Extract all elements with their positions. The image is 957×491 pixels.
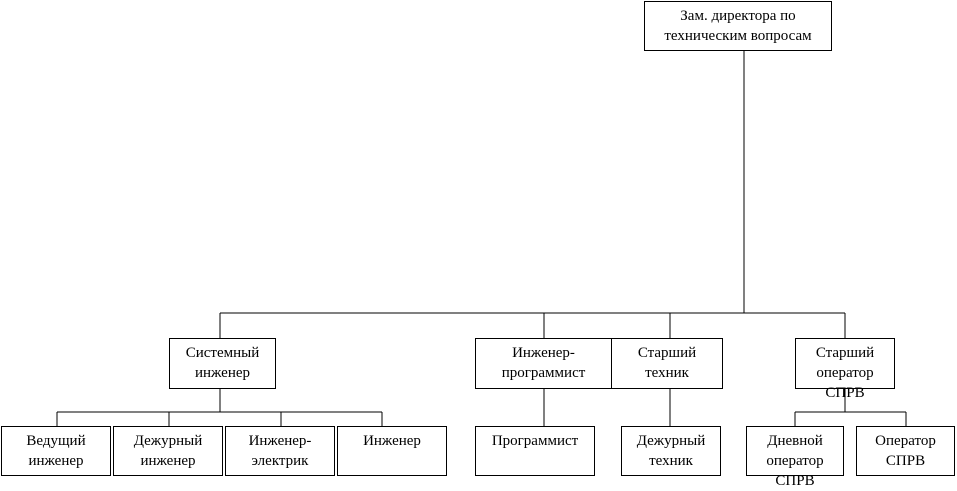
node-eng-electric: Инженер- электрик [225, 426, 335, 476]
node-label: Ведущий инженер [26, 433, 86, 469]
node-lead-engineer: Ведущий инженер [1, 426, 111, 476]
node-senior-tech: Старший техник [611, 338, 723, 389]
node-engineer: Инженер [337, 426, 447, 476]
node-label: Инженер- программист [501, 345, 586, 381]
node-label: Инженер [363, 433, 421, 449]
node-label: Инженер- электрик [248, 433, 312, 469]
node-label: Старший техник [637, 345, 697, 381]
node-senior-operator: Старший оператор СПРВ [795, 338, 895, 401]
node-label: Дежурный инженер [133, 433, 203, 469]
node-label: Дежурный техник [636, 433, 706, 469]
node-label: Старший оператор СПРВ [815, 345, 875, 401]
node-operator: Оператор СПРВ [856, 426, 955, 476]
node-duty-engineer: Дежурный инженер [113, 426, 223, 476]
node-label: Зам. директора по техническим вопросам [664, 8, 812, 44]
node-programmer: Программист [475, 426, 595, 476]
node-day-operator: Дневной оператор СПРВ [746, 426, 844, 489]
node-label: Системный инженер [185, 345, 260, 381]
node-eng-programmer: Инженер- программист [475, 338, 612, 389]
node-root: Зам. директора по техническим вопросам [644, 1, 832, 51]
node-label: Оператор СПРВ [875, 433, 936, 469]
node-sys-engineer: Системный инженер [169, 338, 276, 389]
node-label: Программист [491, 433, 579, 449]
node-duty-tech: Дежурный техник [621, 426, 721, 476]
node-label: Дневной оператор СПРВ [766, 433, 824, 489]
